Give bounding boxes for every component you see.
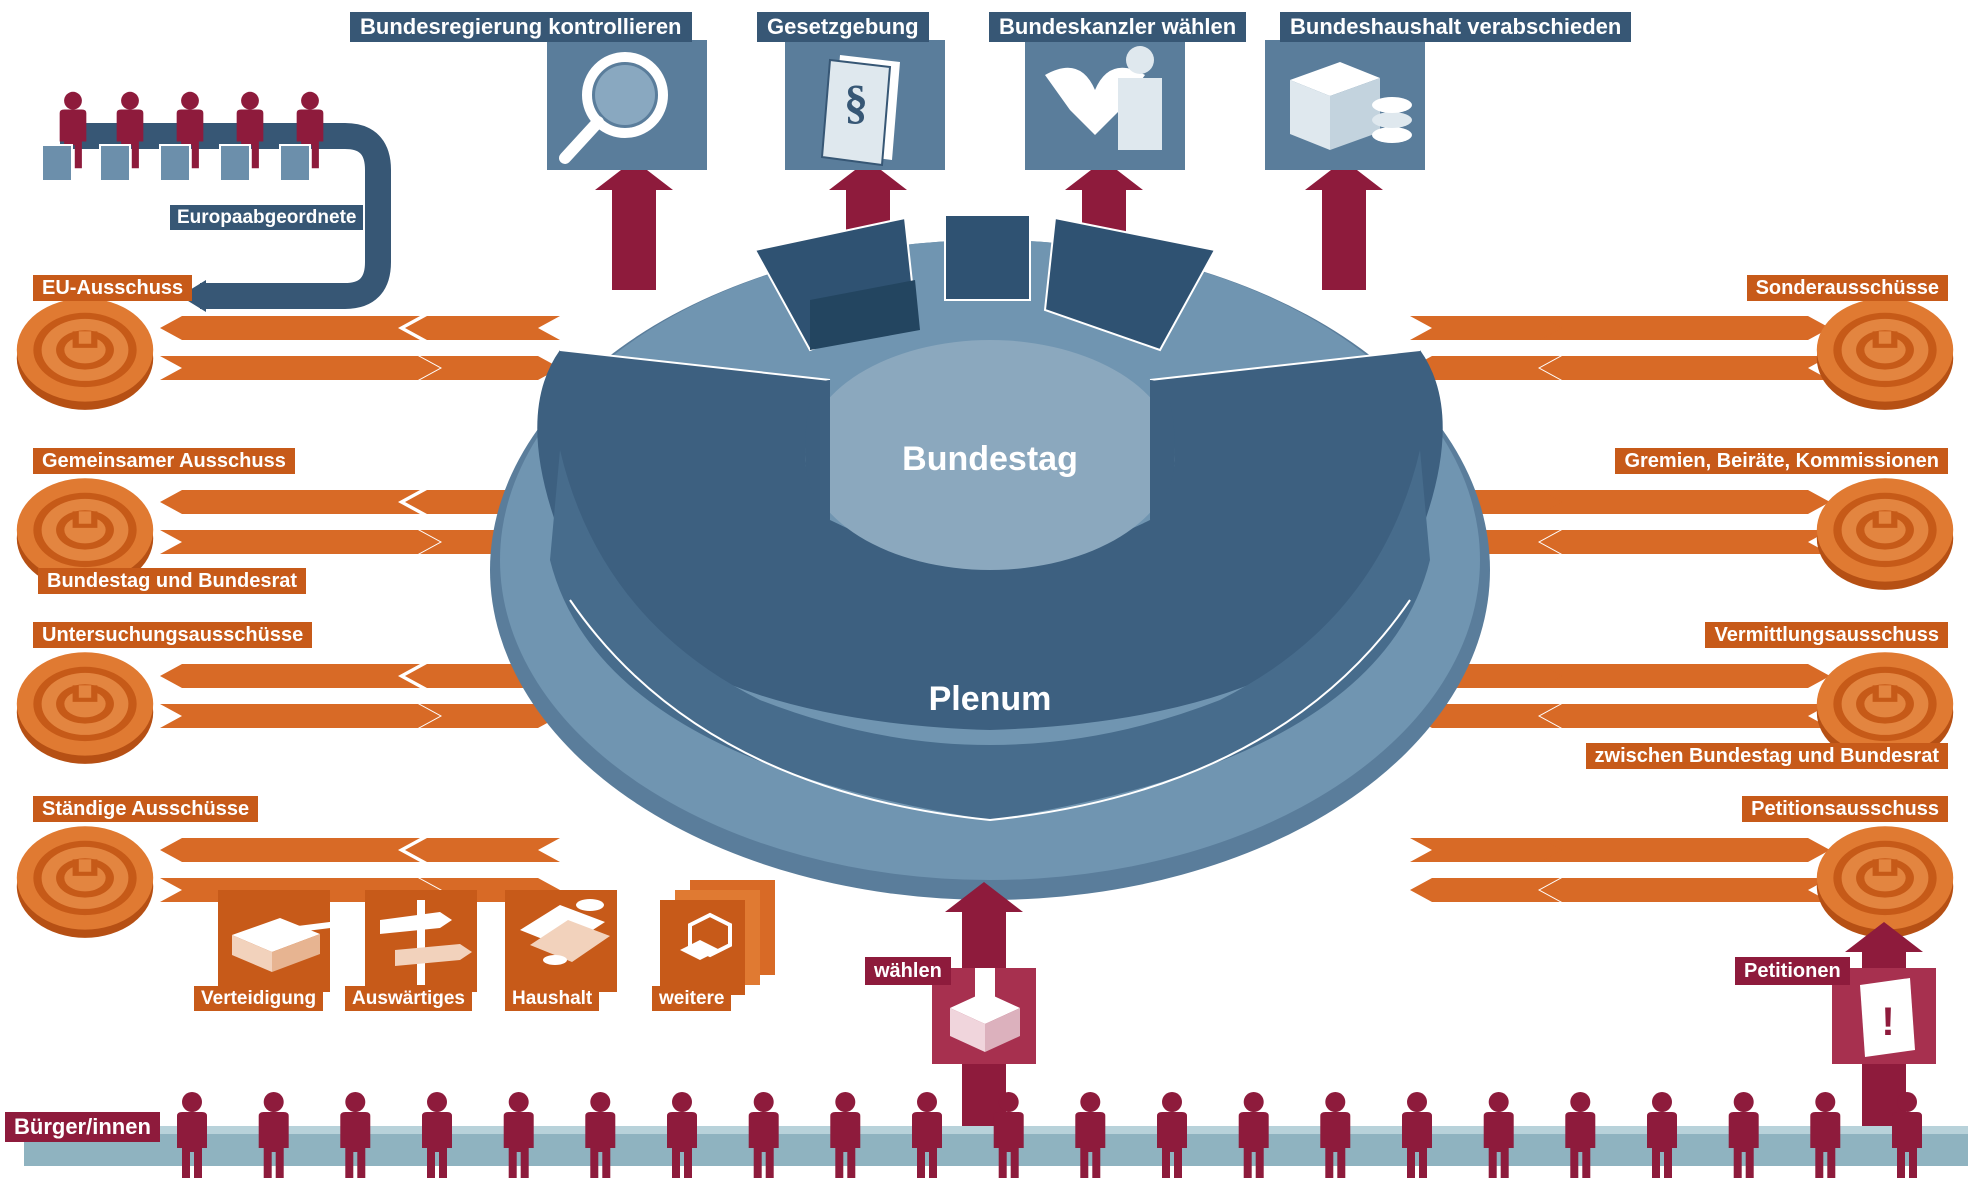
committee-arrow — [160, 316, 420, 340]
bundestag-label: Bundestag — [902, 440, 1078, 478]
committee-arrow — [160, 356, 440, 380]
committee-arrow — [1540, 704, 1830, 728]
committee-label-gremien: Gremien, Beiräte, Kommissionen — [1615, 448, 1948, 474]
committee-arrow — [1540, 530, 1830, 554]
committee-sub-vermittlung: zwischen Bundestag und Bundesrat — [1585, 743, 1948, 769]
committee-arrow — [1410, 838, 1570, 862]
committee-arrow — [160, 490, 420, 514]
committee-arrow — [405, 316, 560, 340]
committee-arrow — [420, 356, 560, 380]
committee-label-sonder: Sonderausschüsse — [1746, 275, 1948, 301]
standing-label-weitere: weitere — [652, 986, 732, 1011]
task-arrows — [595, 160, 1383, 290]
committee-arrow — [1410, 356, 1560, 380]
committee-arrow — [1540, 356, 1830, 380]
task-label-kontrollieren: Bundesregierung kontrollieren — [350, 12, 692, 42]
task-label-haushalt: Bundeshaushalt verabschieden — [1280, 12, 1632, 42]
committee-arrow — [1540, 490, 1830, 514]
committee-arrow — [1540, 316, 1830, 340]
committee-label-petition: Petitionsausschuss — [1742, 796, 1948, 822]
plenum-chamber — [490, 214, 1490, 900]
committee-arrow — [420, 704, 560, 728]
committee-arrow — [160, 530, 440, 554]
committee-label-staendig: Ständige Ausschüsse — [33, 796, 259, 822]
committee-label-eu: EU-Ausschuss — [33, 275, 193, 301]
committee-arrow — [160, 704, 440, 728]
committee-arrow — [1410, 878, 1560, 902]
europe-label: Europaabgeordnete — [170, 205, 364, 230]
standing-label-auswaertiges: Auswärtiges — [345, 986, 472, 1011]
committee-arrow — [1540, 878, 1830, 902]
committee-arrows — [160, 316, 1830, 902]
vote-label: wählen — [865, 957, 951, 985]
task-label-gesetzgebung: Gesetzgebung — [757, 12, 929, 42]
committee-label-gemeinsam: Gemeinsamer Ausschuss — [33, 448, 295, 474]
committee-arrow — [1540, 838, 1830, 862]
petitions-label: Petitionen — [1735, 957, 1850, 985]
committee-arrow — [1540, 664, 1830, 688]
standing-label-haushalt: Haushalt — [505, 986, 600, 1011]
committee-arrow — [1410, 316, 1570, 340]
plenum-label: Plenum — [928, 680, 1052, 718]
svg-text:!: ! — [1881, 1000, 1894, 1044]
committee-arrow — [1410, 704, 1560, 728]
committee-arrow — [160, 838, 420, 862]
europe-deputies-icon — [41, 91, 324, 182]
committee-sub-gemeinsam: Bundestag und Bundesrat — [38, 568, 307, 594]
standing-label-verteidigung: Verteidigung — [194, 986, 324, 1011]
svg-text:§: § — [844, 76, 868, 129]
committee-arrow — [160, 664, 420, 688]
citizens-label: Bürger/innen — [5, 1112, 160, 1142]
committee-arrow — [405, 838, 560, 862]
europe-connector — [60, 123, 391, 309]
task-label-kanzler: Bundeskanzler wählen — [989, 12, 1247, 42]
committee-label-vermittlung: Vermittlungsausschuss — [1705, 622, 1948, 648]
committee-label-untersuchung: Untersuchungsausschüsse — [33, 622, 313, 648]
